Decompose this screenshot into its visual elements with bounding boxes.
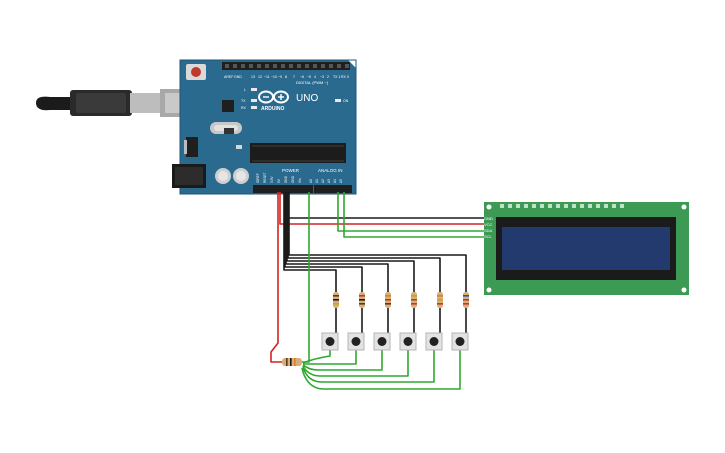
pin-label: 7	[293, 75, 295, 79]
infinity-logo-icon	[258, 90, 289, 104]
digital-header-label: DIGITAL (PWM ~)	[296, 80, 329, 85]
resistor[interactable]	[411, 292, 417, 308]
pin-label: A3	[327, 179, 331, 183]
pin-label: A5	[339, 179, 343, 183]
digital-pin-labels: 13 12 ~11 ~10 ~9 8 7 ~6 ~5 4 ~3 2 TX 1 R…	[251, 75, 349, 79]
lcd-pin-label: GND	[484, 216, 493, 221]
wires	[270, 192, 484, 390]
push-buttons	[321, 332, 469, 351]
resistor[interactable]	[437, 292, 443, 308]
usb-cable-icon[interactable]	[36, 89, 200, 117]
wire-btn2-bus[interactable]	[302, 350, 357, 365]
pin-label: 5V	[277, 178, 281, 183]
resistors	[282, 292, 469, 366]
pin-label: 3.3V	[270, 176, 274, 183]
pin-label: 4	[314, 75, 316, 79]
wire-gnd-lcd[interactable]	[286, 192, 484, 219]
analog-label: ANALOG IN	[318, 168, 343, 173]
resistor[interactable]	[333, 292, 339, 308]
push-button[interactable]	[321, 332, 339, 351]
wire-gnd-r2[interactable]	[284, 192, 363, 292]
pin-label: ~5	[307, 75, 311, 79]
lcd-mount-holes	[486, 204, 687, 293]
analog-header[interactable]	[314, 185, 352, 193]
reset-button[interactable]	[186, 64, 206, 80]
wire-5v-lcd[interactable]	[279, 192, 484, 225]
power-header[interactable]	[253, 185, 313, 193]
on-led-label: ON	[343, 99, 349, 103]
wire-gnd-r3[interactable]	[285, 192, 389, 292]
led-label: RX	[241, 106, 247, 110]
push-button[interactable]	[399, 332, 417, 351]
pin-label: 13	[251, 75, 255, 79]
digital-header-holes	[225, 64, 349, 68]
wire-gnd-r6[interactable]	[288, 192, 467, 292]
pin-label: IOREF	[256, 173, 260, 183]
pin-label: A1	[315, 179, 319, 183]
pin-label: RX 0	[341, 75, 349, 79]
pin-label: ~9	[278, 75, 282, 79]
usb-chip	[222, 100, 234, 112]
pin-label: Vin	[298, 178, 302, 183]
lcd-header-pins	[500, 204, 624, 208]
led-label: TX	[241, 99, 246, 103]
push-button[interactable]	[373, 332, 391, 351]
lcd-pin-label: SCL	[484, 234, 493, 239]
analog-pin-labels: A0 A1 A2 A3 A4 A5	[309, 179, 343, 183]
atmega-chip	[250, 143, 346, 163]
pin-label: 8	[285, 75, 287, 79]
push-button[interactable]	[451, 332, 469, 351]
voltage-regulator	[186, 137, 198, 157]
pin-label: A0	[309, 179, 313, 183]
pin-label: RESET	[263, 172, 267, 183]
pin-label: ~11	[264, 75, 270, 79]
arduino-uno-board[interactable]: AREF GND 13 12 ~11 ~10 ~9 8 7 ~6 ~5 4 ~3…	[172, 59, 357, 195]
resistor[interactable]	[463, 292, 469, 308]
lcd-pin-label: VCC	[484, 222, 493, 227]
brand-label: ARDUINO	[261, 106, 284, 112]
power-pin-labels: IOREF RESET 3.3V 5V GND GND Vin	[256, 172, 302, 183]
lcd-pin-labels: GND VCC SDA SCL	[484, 216, 493, 239]
resistor[interactable]	[359, 292, 365, 308]
pin-label: TX 1	[333, 75, 340, 79]
wire-btn5-bus[interactable]	[302, 350, 435, 383]
wire-btn6-bus[interactable]	[301, 350, 461, 390]
wire-gnd-r4[interactable]	[286, 192, 415, 292]
wire-sda-lcd[interactable]	[337, 192, 484, 232]
pin-label: 12	[258, 75, 262, 79]
wire-5v-common[interactable]	[270, 192, 282, 363]
push-button[interactable]	[347, 332, 365, 351]
model-label: UNO	[296, 93, 318, 104]
power-label: POWER	[282, 168, 300, 173]
pin-label: ~3	[320, 75, 324, 79]
pin-label: GND	[291, 175, 295, 183]
pin-label: 2	[327, 75, 329, 79]
wire-gnd-r1[interactable]	[283, 192, 337, 292]
digital-header[interactable]	[222, 62, 350, 70]
pin-label: GND	[284, 175, 288, 183]
wire-btn3-bus[interactable]	[302, 350, 383, 371]
status-leds: L TX RX ON	[241, 88, 349, 110]
gnd-label: GND	[234, 75, 242, 79]
lcd-i2c-module[interactable]: GND VCC SDA SCL	[484, 202, 689, 295]
capacitors	[215, 168, 249, 184]
pin-label: A2	[321, 179, 325, 183]
wire-scl-lcd[interactable]	[343, 192, 484, 238]
push-button[interactable]	[425, 332, 443, 351]
resistor[interactable]	[385, 292, 391, 308]
lcd-pin-label: SDA	[484, 228, 493, 233]
led-label: L	[244, 88, 246, 92]
pin-label: ~6	[300, 75, 304, 79]
lcd-screen	[502, 227, 670, 270]
pin-label: A4	[333, 179, 337, 183]
wire-btn1-bus[interactable]	[302, 350, 331, 364]
wire-gnd-r5[interactable]	[287, 192, 441, 292]
aref-label: AREF	[224, 75, 233, 79]
pin-label: ~10	[271, 75, 277, 79]
resistor-common[interactable]	[282, 358, 302, 366]
